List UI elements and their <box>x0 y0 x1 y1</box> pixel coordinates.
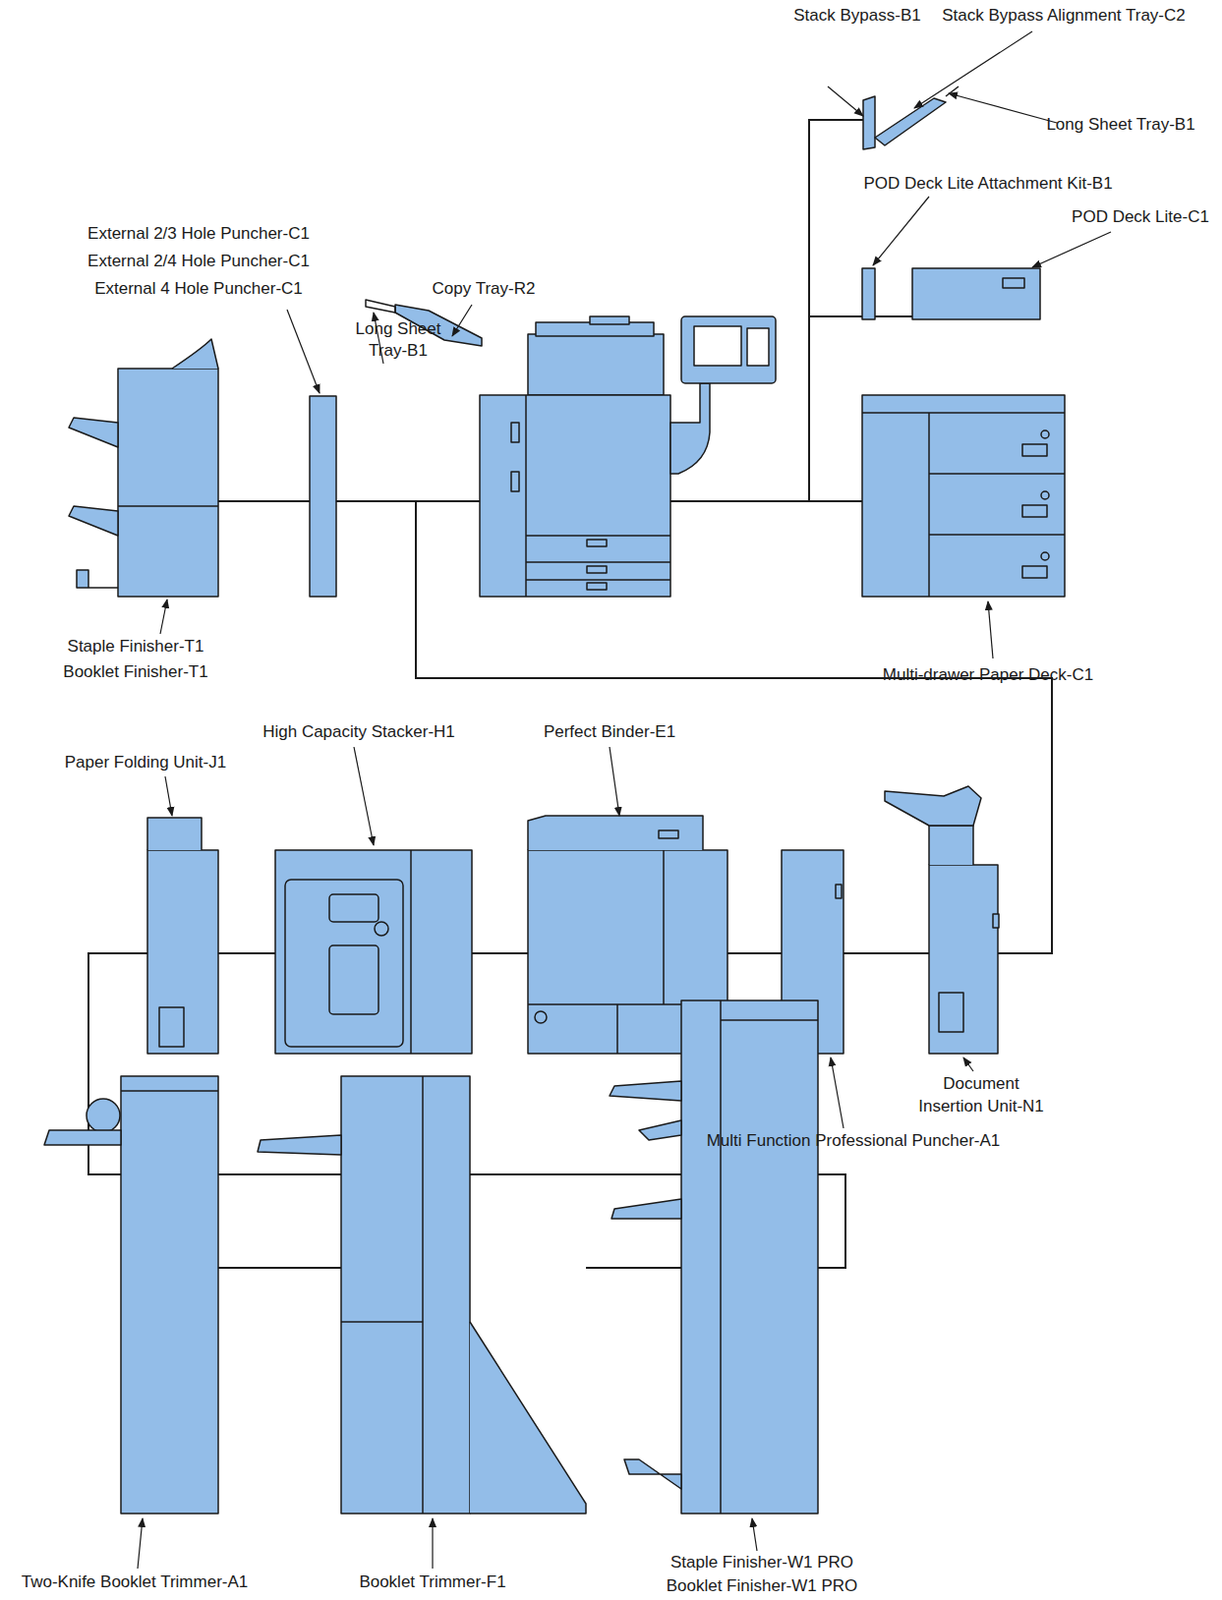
part-label: Staple Finisher-W1 PRO <box>670 1553 854 1573</box>
part-label: Multi Function Professional Puncher-A1 <box>706 1131 1001 1152</box>
part-label: Long Sheet Tray-B1 <box>1046 115 1195 135</box>
part-label: External 2/3 Hole Puncher-C1 <box>87 224 310 244</box>
part-label: POD Deck Lite-C1 <box>1071 207 1210 228</box>
part-label: External 2/4 Hole Puncher-C1 <box>87 251 310 272</box>
part-label: Stack Bypass Alignment Tray-C2 <box>941 5 1186 26</box>
part-label: POD Deck Lite Attachment Kit-B1 <box>863 174 1112 194</box>
part-label: Booklet Finisher-T1 <box>62 662 208 683</box>
part-label: Booklet Finisher-W1 PRO <box>666 1576 859 1597</box>
part-label: External 4 Hole Puncher-C1 <box>94 279 303 299</box>
part-label: Copy Tray-R2 <box>432 279 536 299</box>
part-label: Paper Folding Unit-J1 <box>64 753 227 773</box>
part-label: Staple Finisher-T1 <box>67 637 205 657</box>
part-label: Perfect Binder-E1 <box>543 722 676 743</box>
part-label: Stack Bypass-B1 <box>793 5 921 26</box>
part-label: Multi-drawer Paper Deck-C1 <box>882 665 1094 686</box>
part-label: Document <box>942 1074 1019 1095</box>
part-label: Long Sheet <box>355 319 442 340</box>
part-label: Tray-B1 <box>368 341 428 361</box>
part-label: Two-Knife Booklet Trimmer-A1 <box>21 1572 249 1593</box>
part-label: High Capacity Stacker-H1 <box>262 722 456 743</box>
part-label: Booklet Trimmer-F1 <box>358 1572 506 1593</box>
part-label: Insertion Unit-N1 <box>918 1097 1045 1117</box>
